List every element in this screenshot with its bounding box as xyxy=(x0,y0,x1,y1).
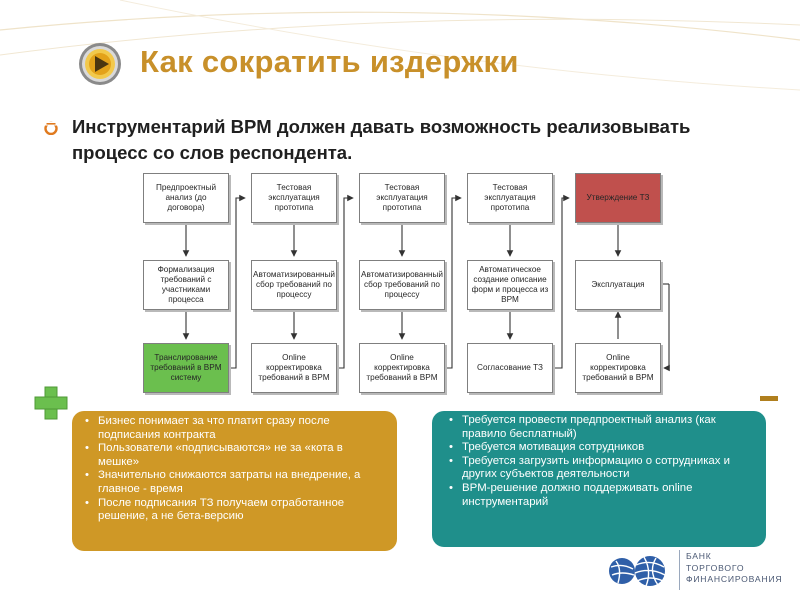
play-icon xyxy=(79,43,121,85)
step-preproject-analysis: Предпроектный анализ (до договора) xyxy=(143,173,229,223)
step-auto-collect-2: Автоматизированный сбор требований по пр… xyxy=(359,260,445,310)
step-auto-collect-1: Автоматизированный сбор требований по пр… xyxy=(251,260,337,310)
pros-item: После подписания ТЗ получаем отработанно… xyxy=(85,497,387,524)
step-online-correction-3: Online корректировка требований в BPM xyxy=(575,343,661,393)
step-approve-spec: Согласование ТЗ xyxy=(467,343,553,393)
step-auto-create-forms: Автоматическое создание описание форм и … xyxy=(467,260,553,310)
minus-icon xyxy=(760,396,778,401)
intro-text: Инструментарий BPM должен давать возможн… xyxy=(72,116,691,163)
cons-item: Требуется мотивация сотрудников xyxy=(449,441,756,455)
pros-panel: Бизнес понимает за что платит сразу посл… xyxy=(72,411,397,551)
pros-item: Пользователи «подписываются» не за «кота… xyxy=(85,442,387,469)
plus-icon xyxy=(34,386,68,420)
logo-line: ФИНАНСИРОВАНИЯ xyxy=(686,574,783,584)
logo-line: БАНК xyxy=(686,551,712,561)
cons-item: BPM-решение должно поддерживать online и… xyxy=(449,482,756,509)
background-arcs xyxy=(0,0,800,91)
bullet-icon xyxy=(44,121,58,135)
logo-line: ТОРГОВОГО xyxy=(686,562,745,573)
pros-item: Значительно снижаются затраты на внедрен… xyxy=(85,469,387,496)
cons-panel: Требуется провести предпроектный анализ … xyxy=(432,411,766,547)
diagram-connectors xyxy=(182,194,670,372)
step-operation: Эксплуатация xyxy=(575,260,661,310)
step-online-correction-2: Online корректировка требований в BPM xyxy=(359,343,445,393)
step-spec-approval: Утверждение ТЗ xyxy=(575,173,661,223)
page-title: Как сократить издержки xyxy=(140,44,519,79)
cons-item: Требуется загрузить информацию о сотрудн… xyxy=(449,455,756,482)
cons-item: Требуется провести предпроектный анализ … xyxy=(449,414,756,441)
step-prototype-test-1: Тестовая эксплуатация прототипа xyxy=(251,173,337,223)
bank-logo-text: БАНК ТОРГОВОГО ФИНАНСИРОВАНИЯ xyxy=(686,551,782,586)
step-prototype-test-3: Тестовая эксплуатация прототипа xyxy=(467,173,553,223)
logo-separator xyxy=(679,550,680,590)
globe-logo-icon xyxy=(609,556,666,587)
step-formalize-requirements: Формализация требований с участниками пр… xyxy=(143,260,229,310)
pros-item: Бизнес понимает за что платит сразу посл… xyxy=(85,415,387,442)
step-prototype-test-2: Тестовая эксплуатация прототипа xyxy=(359,173,445,223)
process-diagram: Предпроектный анализ (до договора) Форма… xyxy=(138,168,672,400)
step-online-correction-1: Online корректировка требований в BPM xyxy=(251,343,337,393)
step-translate-to-bpm: Транслирование требований в BPM систему xyxy=(143,343,229,393)
